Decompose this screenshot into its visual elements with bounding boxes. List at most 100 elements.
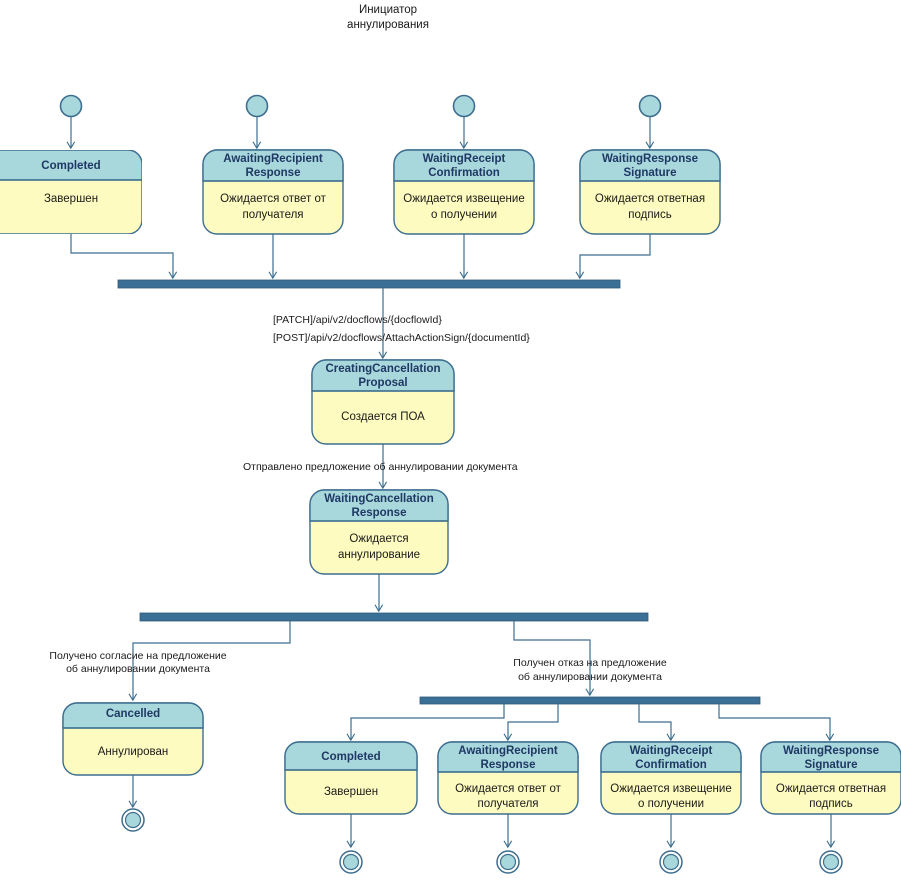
swimlane-title-line1: Инициатор bbox=[359, 4, 417, 16]
edges-fork3-to-bottom bbox=[351, 704, 830, 740]
final-node-inner-disc bbox=[499, 853, 517, 871]
initial-transitions-top bbox=[71, 117, 650, 148]
state-awaiting-recipient-response-top[interactable]: AwaitingRecipient Response Ожидается отв… bbox=[202, 149, 344, 235]
initial-node-2 bbox=[245, 94, 269, 118]
state-desc-line-1: Ожидается извещение bbox=[610, 783, 731, 795]
state-waiting-receipt-confirmation-top[interactable]: WaitingReceipt Confirmation Ожидается из… bbox=[393, 149, 535, 235]
state-waiting-receipt-confirmation-bottom[interactable]: WaitingReceipt Confirmation Ожидается из… bbox=[600, 741, 742, 815]
state-title-line-2: Confirmation bbox=[428, 167, 500, 179]
edge-label-consent-line1: Получено согласие на предложение bbox=[49, 650, 226, 662]
initial-node-4 bbox=[638, 94, 662, 118]
swimlane-title-line2: аннулирования bbox=[347, 19, 429, 31]
state-title-line-1: WaitingReceipt bbox=[423, 153, 506, 165]
state-desc-line-1: Ожидается bbox=[349, 533, 408, 545]
edge-fork3-to-waiting-receipt bbox=[638, 704, 671, 740]
state-creating-cancellation-proposal[interactable]: CreatingCancellation Proposal Создается … bbox=[311, 359, 455, 445]
state-header bbox=[284, 741, 418, 771]
state-header bbox=[600, 741, 742, 773]
edge-label-refusal-group: Получен отказ на предложение об аннулиро… bbox=[513, 657, 667, 683]
state-title-line-2: Confirmation bbox=[635, 759, 707, 771]
state-header bbox=[579, 149, 721, 182]
state-header bbox=[311, 359, 455, 392]
state-header bbox=[202, 149, 344, 182]
state-desc-line-1: Ожидается ответная bbox=[595, 193, 705, 205]
state-waiting-response-signature-bottom[interactable]: WaitingResponse Signature Ожидается отве… bbox=[760, 741, 901, 815]
edge-fork2-to-cancelled bbox=[133, 621, 291, 700]
edges-top-to-join bbox=[70, 234, 651, 278]
state-title-line-1: WaitingResponse bbox=[783, 745, 879, 757]
state-title: Cancelled bbox=[106, 708, 160, 720]
state-awaiting-recipient-response-bottom[interactable]: AwaitingRecipient Response Ожидается отв… bbox=[437, 741, 579, 815]
final-node-cancelled bbox=[121, 808, 145, 832]
state-title-line-1: WaitingCancellation bbox=[324, 493, 433, 505]
state-desc-line-1: Ожидается извещение bbox=[403, 193, 524, 205]
join-bar-1 bbox=[117, 279, 621, 289]
edge-completed-to-join bbox=[70, 234, 173, 278]
edge-label-api-group: [PATCH]/api/v2/docflows/{docflowId} [POS… bbox=[273, 314, 530, 344]
state-completed-top[interactable]: Completed Завершен bbox=[0, 150, 142, 234]
state-waiting-cancellation-response[interactable]: WaitingCancellation Response Ожидается а… bbox=[309, 489, 449, 575]
state-title: Completed bbox=[41, 160, 100, 172]
state-header bbox=[0, 150, 142, 181]
state-title-line-1: AwaitingRecipient bbox=[223, 153, 323, 165]
final-node-inner-disc bbox=[342, 853, 360, 871]
state-title-line-1: WaitingResponse bbox=[602, 153, 698, 165]
final-node-waiting-response-bottom bbox=[819, 850, 843, 874]
state-title-line-2: Response bbox=[352, 507, 407, 519]
edge-line bbox=[133, 621, 291, 700]
edge-label-refusal-line1: Получен отказ на предложение bbox=[513, 657, 667, 669]
final-node-completed-bottom bbox=[339, 850, 363, 874]
edge-label-consent-group: Получено согласие на предложение об анну… bbox=[49, 650, 226, 675]
state-header bbox=[309, 489, 449, 522]
state-desc-line-1: Завершен bbox=[44, 193, 98, 205]
state-title-line-1: AwaitingRecipient bbox=[458, 745, 558, 757]
edge-label-api-patch: [PATCH]/api/v2/docflows/{docflowId} bbox=[273, 314, 442, 326]
state-header bbox=[437, 741, 579, 773]
state-desc-line-1: Ожидается ответная bbox=[776, 783, 886, 795]
state-desc-line-2: получателя bbox=[242, 209, 303, 221]
state-desc-line-2: о получении bbox=[638, 798, 704, 810]
state-title-line-2: Signature bbox=[804, 759, 857, 771]
final-node-awaiting-recipient-bottom bbox=[496, 850, 520, 874]
edge-line bbox=[513, 621, 590, 695]
state-desc-line-2: получателя bbox=[477, 798, 538, 810]
edge-fork3-to-completed bbox=[351, 704, 505, 740]
state-desc-line-2: подпись bbox=[809, 798, 852, 810]
final-node-waiting-receipt-bottom bbox=[659, 850, 683, 874]
state-desc-line-1: Ожидается ответ от bbox=[220, 193, 327, 205]
state-desc-line-1: Аннулирован bbox=[98, 746, 169, 758]
edge-label-consent-line2: об аннулировании документа bbox=[66, 663, 210, 675]
edge-fork3-to-awaiting-recipient bbox=[508, 704, 559, 740]
state-title-line-2: Response bbox=[246, 167, 301, 179]
state-title-line-2: Response bbox=[481, 759, 536, 771]
state-title-line-2: Proposal bbox=[358, 377, 407, 389]
state-title-line-1: CreatingCancellation bbox=[325, 363, 440, 375]
edge-label-proposal-sent: Отправлено предложение об аннулировании … bbox=[243, 461, 518, 473]
state-cancelled[interactable]: Cancelled Аннулирован bbox=[62, 702, 204, 776]
state-desc-line-2: о получении bbox=[431, 209, 497, 221]
initial-node-3 bbox=[452, 94, 476, 118]
initial-node-1 bbox=[59, 94, 83, 118]
state-completed-bottom[interactable]: Completed Завершен bbox=[284, 741, 418, 815]
state-desc-line-1: Создается ПОА bbox=[341, 411, 425, 423]
swimlane-title: Инициатор аннулирования bbox=[347, 4, 429, 31]
final-node-inner-disc bbox=[662, 853, 680, 871]
edge-fork3-to-waiting-response bbox=[718, 704, 830, 740]
state-title: Completed bbox=[321, 751, 380, 763]
state-header bbox=[62, 702, 204, 729]
fork-bar-3 bbox=[419, 696, 761, 705]
state-desc-line-2: аннулирование bbox=[338, 549, 420, 561]
state-desc-line-2: подпись bbox=[628, 209, 671, 221]
state-waiting-response-signature-top[interactable]: WaitingResponse Signature Ожидается отве… bbox=[579, 149, 721, 235]
state-header bbox=[393, 149, 535, 182]
initial-node-group-top bbox=[59, 94, 662, 118]
final-node-inner-disc bbox=[822, 853, 840, 871]
state-title-line-2: Signature bbox=[623, 167, 676, 179]
edge-fork2-to-fork3 bbox=[513, 621, 590, 695]
state-desc-line-1: Завершен bbox=[324, 786, 378, 798]
state-desc-line-1: Ожидается ответ от bbox=[455, 783, 562, 795]
final-node-inner-disc bbox=[124, 811, 142, 829]
edge-label-api-post: [POST]/api/v2/docflows/AttachActionSign/… bbox=[273, 332, 530, 344]
edge-waiting-response-to-join bbox=[580, 234, 651, 278]
